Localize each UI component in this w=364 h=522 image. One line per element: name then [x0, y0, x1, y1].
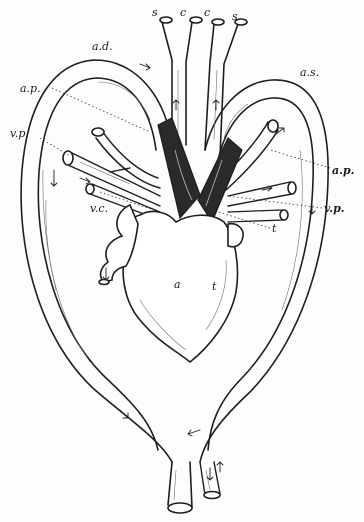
label-aorta-dextra: a.d.: [92, 40, 113, 53]
dorsal-aorta: [168, 462, 220, 513]
label-vena-cava: v.c.: [90, 202, 108, 215]
label-s-left: s: [152, 6, 158, 19]
label-pulmonary-artery-left: a.p.: [20, 82, 41, 95]
label-pulmonary-vein-right: v.p.: [324, 202, 345, 215]
label-t-outflow: t: [272, 222, 277, 235]
label-pulmonary-artery-right: a.p.: [332, 164, 355, 177]
pulmonary-vessels-left: [63, 128, 160, 220]
label-a-heart: a: [174, 278, 181, 291]
label-c-right: c: [204, 6, 210, 19]
label-c-left: c: [180, 6, 186, 19]
label-t-heart: t: [212, 280, 217, 293]
label-pulmonary-vein-left: v.p.: [10, 127, 29, 140]
label-s-right: s: [232, 10, 238, 23]
label-aorta-sinistra: a.s.: [300, 66, 319, 79]
